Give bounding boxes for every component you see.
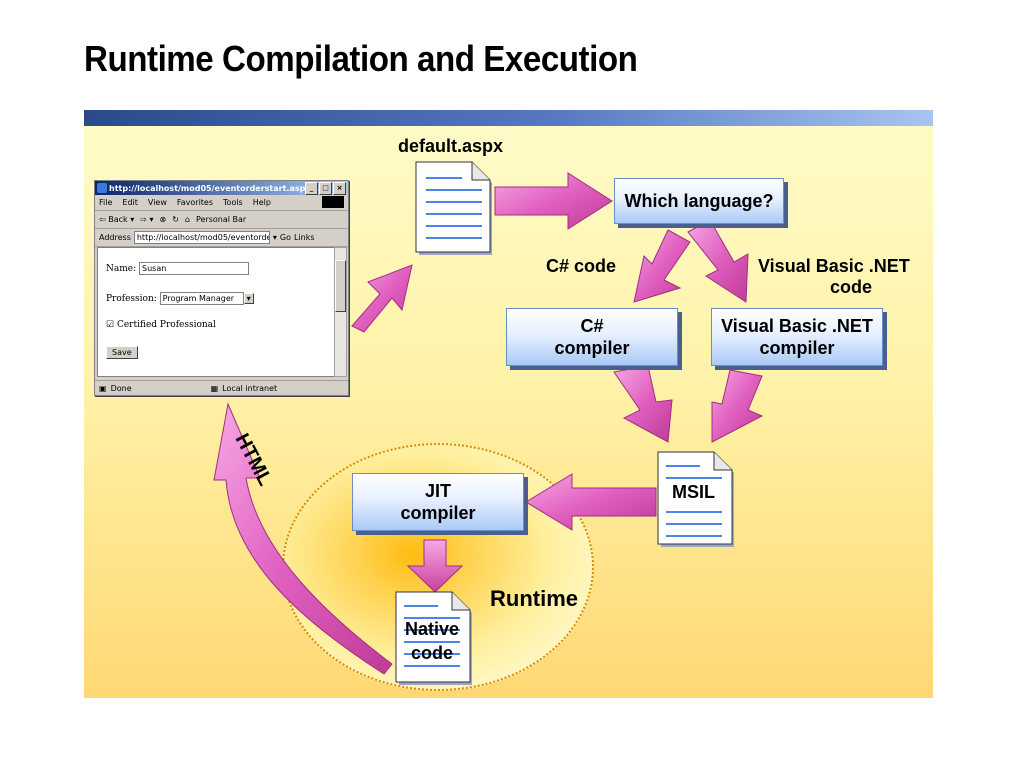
vb-code-label-line2: code (830, 277, 873, 297)
csharp-compiler-line2: compiler (554, 338, 630, 358)
vb-code-label-line1: Visual Basic .NET (758, 256, 910, 276)
address-input[interactable]: http://localhost/mod05/eventorder (133, 231, 270, 244)
jit-compiler-box: JIT compiler (352, 473, 524, 531)
browser-address-bar: Address http://localhost/mod05/eventorde… (95, 229, 348, 247)
profession-row: Profession: Program Manager▾ (106, 292, 254, 305)
ie-icon (97, 183, 107, 193)
native-code-line2: code (410, 643, 453, 663)
refresh-icon[interactable]: ↻ (172, 215, 179, 224)
certified-checkbox[interactable]: ☑ (106, 320, 115, 330)
jit-compiler-line1: JIT (424, 481, 451, 501)
menu-edit[interactable]: Edit (122, 198, 138, 207)
status-zone-icon: ▦ (210, 383, 219, 393)
arrow-language-to-cs (633, 229, 691, 303)
arrow-browser-to-aspx (351, 264, 413, 333)
menu-file[interactable]: File (99, 198, 113, 207)
csharp-compiler-box: C# compiler (506, 308, 678, 366)
arrow-aspx-to-language (494, 172, 613, 230)
arrow-language-to-vb (687, 219, 749, 303)
name-row: Name: Susan (106, 262, 250, 275)
forward-icon[interactable]: ⇨ ▾ (140, 215, 154, 224)
save-button[interactable]: Save (106, 346, 138, 359)
vb-compiler-line2: compiler (759, 338, 835, 358)
which-language-box: Which language? (614, 178, 784, 224)
menu-favorites[interactable]: Favorites (176, 198, 214, 207)
scrollbar-thumb[interactable] (335, 260, 346, 312)
menu-tools[interactable]: Tools (223, 198, 243, 207)
browser-toolbar: ⇦ Back ▾ ⇨ ▾ ⊗ ↻ ⌂ Personal Bar (95, 211, 348, 229)
msil-document: MSIL (656, 450, 736, 548)
header-band (84, 110, 933, 126)
arrow-native-to-browser (213, 402, 393, 675)
certified-row: ☑ Certified Professional (106, 320, 216, 330)
menu-view[interactable]: View (147, 198, 167, 207)
native-code-document: Native code (394, 590, 474, 686)
which-language-label: Which language? (624, 191, 774, 211)
address-label: Address (99, 233, 131, 242)
certified-label: Certified Professional (116, 320, 216, 330)
csharp-code-label: C# code (546, 256, 617, 276)
browser-title: http://localhost/mod05/eventorderstart.a… (109, 183, 323, 193)
arrow-vb-to-msil (711, 369, 764, 443)
default-aspx-document-icon (415, 161, 492, 255)
stop-icon[interactable]: ⊗ (159, 215, 167, 224)
close-button[interactable]: × (333, 182, 346, 195)
msil-label: MSIL (672, 482, 715, 503)
profession-dropdown-icon[interactable]: ▾ (243, 293, 254, 304)
maximize-button[interactable]: □ (319, 182, 332, 195)
browser-title-bar: http://localhost/mod05/eventorderstart.a… (95, 181, 348, 195)
native-code-line1: Native (404, 619, 460, 639)
arrow-msil-to-jit (525, 473, 657, 531)
arrow-cs-to-msil (613, 365, 673, 443)
runtime-label: Runtime (490, 586, 578, 611)
profession-select[interactable]: Program Manager (159, 292, 244, 305)
csharp-compiler-line1: C# (580, 316, 604, 336)
name-input[interactable]: Susan (139, 262, 250, 275)
name-label: Name: (106, 264, 137, 274)
browser-menu-bar: File Edit View Favorites Tools Help (95, 195, 348, 211)
home-icon[interactable]: ⌂ (184, 215, 190, 224)
default-aspx-label: default.aspx (398, 136, 504, 156)
save-row: Save (106, 346, 138, 359)
address-dropdown-icon[interactable]: ▾ (272, 233, 277, 242)
go-button[interactable]: Go (279, 233, 291, 242)
menu-help[interactable]: Help (252, 198, 271, 207)
status-page-icon: ▣ (99, 383, 107, 393)
minimize-button[interactable]: _ (305, 182, 318, 195)
vb-compiler-line1: Visual Basic .NET (721, 316, 873, 336)
profession-label: Profession: (106, 294, 157, 304)
native-code-document-icon (395, 591, 472, 685)
personal-bar-button[interactable]: Personal Bar (195, 215, 247, 224)
native-code-label: Native code (402, 617, 462, 665)
page-title: Runtime Compilation and Execution (84, 38, 638, 79)
status-zone: Local intranet (222, 383, 278, 393)
back-button[interactable]: ⇦ Back ▾ (99, 215, 135, 224)
links-button[interactable]: Links (293, 233, 315, 242)
jit-compiler-line2: compiler (400, 503, 476, 523)
vb-compiler-box: Visual Basic .NET compiler (711, 308, 883, 366)
status-done: Done (110, 383, 132, 393)
vertical-scrollbar[interactable] (334, 247, 347, 377)
windows-logo-icon (322, 196, 344, 208)
browser-content: Name: Susan Profession: Program Manager▾… (97, 247, 335, 377)
arrow-jit-to-native (406, 539, 464, 593)
browser-window: http://localhost/mod05/eventorderstart.a… (94, 180, 349, 396)
browser-status-bar: ▣ Done ▦ Local intranet (95, 380, 348, 395)
